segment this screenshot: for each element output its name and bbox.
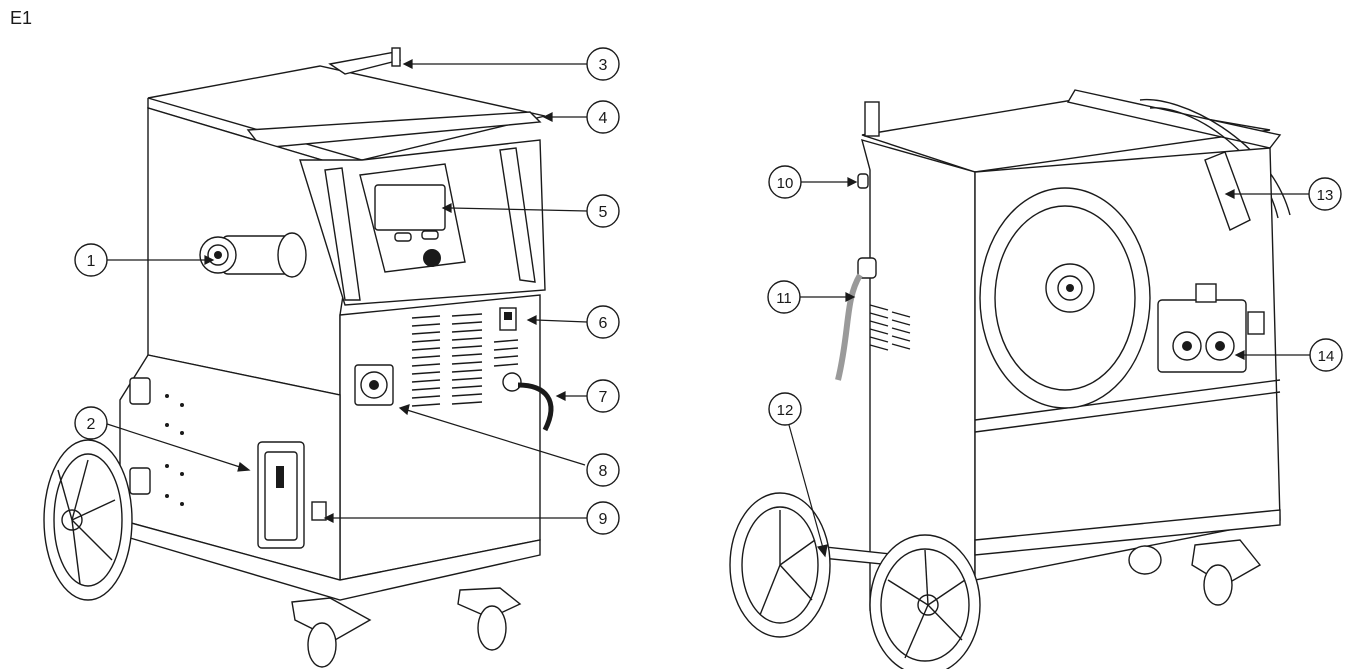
callout-5-label: 5 <box>599 204 608 221</box>
callout-6-label: 6 <box>599 315 608 332</box>
rear-view-machine <box>729 89 1291 669</box>
callout-12: 12 <box>768 392 802 426</box>
callout-4: 4 <box>586 100 620 134</box>
callout-14-label: 14 <box>1318 348 1335 365</box>
callout-1: 1 <box>74 243 108 277</box>
callout-8-label: 8 <box>599 463 608 480</box>
figure-label: E1 <box>10 8 33 28</box>
callout-6: 6 <box>586 305 620 339</box>
callout-2: 2 <box>74 406 108 440</box>
callout-13-label: 13 <box>1317 187 1334 204</box>
callout-7-label: 7 <box>599 389 608 406</box>
callout-7: 7 <box>586 379 620 413</box>
callout-13: 13 <box>1308 177 1342 211</box>
callout-5: 5 <box>586 194 620 228</box>
callout-4-label: 4 <box>599 110 608 127</box>
callout-11: 11 <box>767 280 801 314</box>
callout-14: 14 <box>1309 338 1343 372</box>
callout-leaders <box>103 59 1310 558</box>
callout-3-label: 3 <box>599 57 608 74</box>
callout-10: 10 <box>768 165 802 199</box>
callout-1-label: 1 <box>87 253 96 270</box>
callout-2-label: 2 <box>87 416 96 433</box>
callout-9: 9 <box>586 501 620 535</box>
callout-3: 3 <box>586 47 620 81</box>
front-view-machine <box>43 47 554 668</box>
callout-11-label: 11 <box>776 290 792 307</box>
callout-10-label: 10 <box>777 175 794 192</box>
callout-9-label: 9 <box>599 511 608 528</box>
callout-12-label: 12 <box>777 402 794 419</box>
callout-8: 8 <box>586 453 620 487</box>
